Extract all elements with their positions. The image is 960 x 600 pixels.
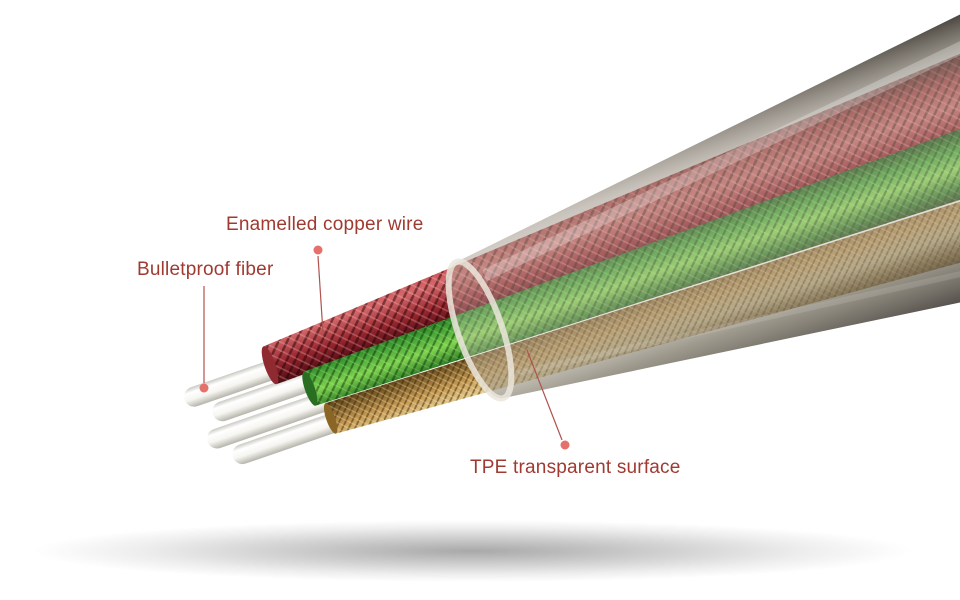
tpe-jacket	[448, 0, 960, 399]
cable-assembly	[184, 0, 960, 465]
leader-line-enamelled-copper-wire	[317, 255, 324, 334]
jacket-cut-ring	[445, 258, 515, 402]
green-wire-cut-face	[302, 371, 318, 406]
leader-line-tpe-surface	[526, 349, 563, 441]
jacket-top-highlight	[482, 14, 960, 282]
ground-shadow	[32, 520, 912, 582]
red-wire-cut-face	[261, 346, 279, 385]
jacket-bottom-highlight	[517, 241, 960, 376]
copper-wire-cut-face	[323, 403, 338, 434]
leader-dot-bulletproof-fiber	[199, 383, 209, 393]
label-enamelled-copper-wire: Enamelled copper wire	[226, 214, 424, 235]
annotations	[199, 245, 570, 450]
label-tpe-transparent-surface: TPE transparent surface	[470, 457, 681, 478]
label-bulletproof-fiber: Bulletproof fiber	[137, 259, 274, 280]
leader-dot-tpe-surface	[560, 440, 570, 450]
leader-dot-enamelled-copper-wire	[313, 245, 323, 255]
